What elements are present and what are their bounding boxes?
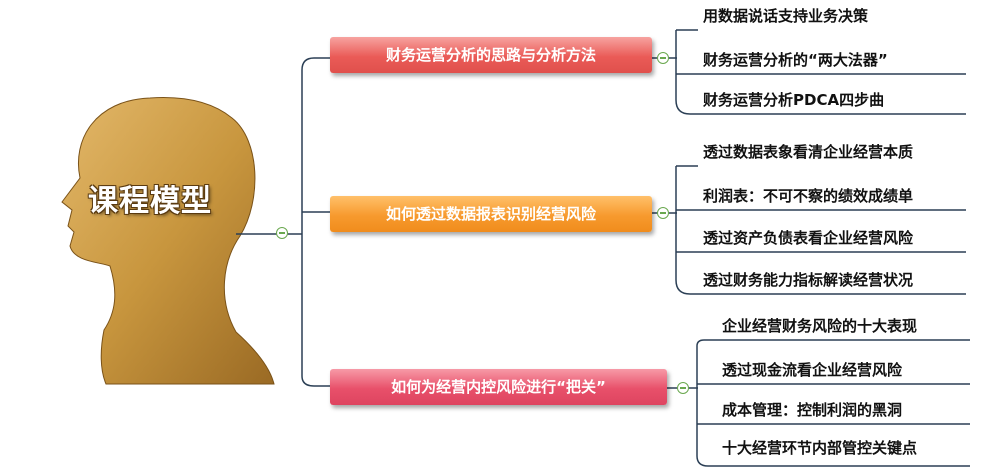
subtopic-3-2[interactable]: 透过现金流看企业经营风险 (722, 361, 903, 379)
subtopic-3-1[interactable]: 企业经营财务风险的十大表现 (722, 317, 918, 335)
subtopic-1-1[interactable]: 用数据说话支持业务决策 (703, 7, 869, 25)
subtopic-3-4[interactable]: 十大经营环节内部管控关键点 (722, 439, 918, 457)
collapse-topic-3-icon[interactable] (677, 382, 689, 394)
root-title: 课程模型 (88, 184, 212, 219)
subtopic-2-4[interactable]: 透过财务能力指标解读经营状况 (703, 271, 914, 289)
collapse-topic-1-icon[interactable] (657, 52, 669, 64)
subtopic-2-3[interactable]: 透过资产负债表看企业经营风险 (703, 229, 914, 247)
subtopic-3-3[interactable]: 成本管理：控制利润的黑洞 (722, 401, 903, 419)
topic-node-2[interactable]: 如何透过数据报表识别经营风险 (330, 196, 652, 232)
subtopic-1-2[interactable]: 财务运营分析的“两大法器” (703, 51, 888, 69)
topic-node-1[interactable]: 财务运营分析的思路与分析方法 (330, 37, 652, 73)
subtopic-2-2[interactable]: 利润表：不可不察的绩效成绩单 (703, 187, 914, 205)
collapse-root-icon[interactable] (276, 227, 288, 239)
subtopic-2-1[interactable]: 透过数据表象看清企业经营本质 (703, 143, 914, 161)
head-silhouette-icon (61, 97, 275, 385)
subtopic-1-3[interactable]: 财务运营分析PDCA四步曲 (703, 91, 885, 109)
topic-node-3[interactable]: 如何为经营内控风险进行“把关” (330, 369, 667, 405)
collapse-topic-2-icon[interactable] (657, 207, 669, 219)
